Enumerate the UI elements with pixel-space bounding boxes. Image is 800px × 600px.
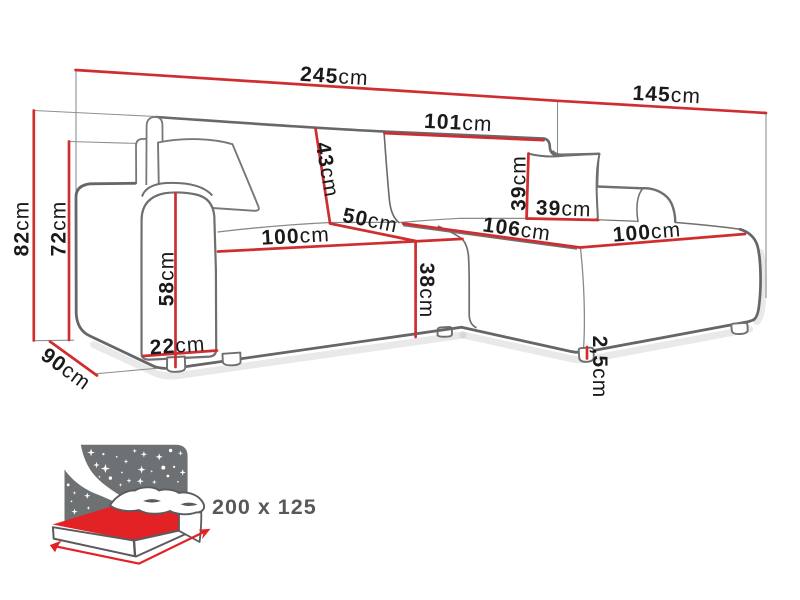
svg-text:100cm: 100cm [261, 223, 331, 250]
svg-text:82cm: 82cm [11, 201, 34, 257]
svg-text:38cm: 38cm [415, 263, 438, 319]
svg-text:101cm: 101cm [424, 110, 494, 136]
svg-text:200 x 125: 200 x 125 [212, 495, 317, 519]
svg-text:39cm: 39cm [508, 155, 531, 211]
svg-text:22cm: 22cm [149, 333, 206, 360]
svg-text:58cm: 58cm [156, 251, 179, 307]
svg-text:145cm: 145cm [632, 82, 702, 109]
svg-text:245cm: 245cm [299, 63, 369, 90]
svg-text:2,5cm: 2,5cm [588, 336, 611, 399]
svg-text:72cm: 72cm [48, 201, 71, 257]
svg-text:100cm: 100cm [612, 218, 682, 247]
svg-text:39cm: 39cm [535, 197, 592, 222]
